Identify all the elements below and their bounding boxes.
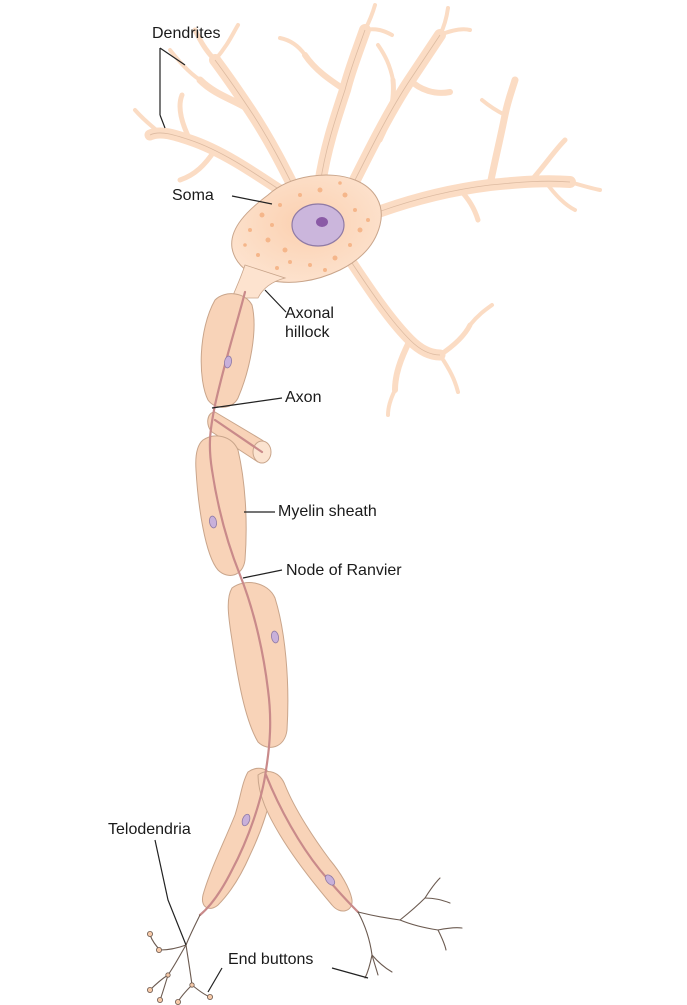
leader-lines (154, 47, 369, 993)
end-buttons-left (146, 931, 213, 1005)
myelin-segment-3 (227, 582, 289, 748)
leader-telodendria (154, 839, 187, 946)
label-end-buttons: End buttons (228, 951, 314, 968)
leader-axonal-hillock (264, 289, 287, 313)
telodendria-right (357, 877, 463, 979)
telodendria-left (149, 914, 211, 1003)
leader-dendrites (159, 47, 186, 129)
label-dendrites: Dendrites (152, 25, 221, 42)
label-axonal-hillock-line1: Axonal (285, 305, 334, 322)
axon-core (198, 290, 360, 917)
label-node-of-ranvier: Node of Ranvier (286, 562, 402, 579)
label-myelin-sheath: Myelin sheath (278, 503, 377, 520)
label-soma: Soma (172, 187, 214, 204)
nissl-granules (243, 181, 370, 272)
label-axon: Axon (285, 389, 322, 406)
myelin-segment-2 (195, 435, 247, 576)
leader-axon (211, 397, 283, 409)
nucleolus (316, 217, 328, 227)
myelin-segment-1 (200, 293, 255, 408)
leader-node-of-ranvier (242, 569, 283, 579)
leader-soma (231, 195, 273, 205)
leader-end-buttons-right (331, 967, 369, 979)
label-telodendria: Telodendria (108, 821, 191, 838)
axonal-hillock-shape (231, 264, 287, 299)
label-axonal-hillock-line2: hillock (285, 324, 330, 341)
schwann-nuclei (208, 355, 336, 886)
leader-end-buttons-left (207, 967, 223, 993)
